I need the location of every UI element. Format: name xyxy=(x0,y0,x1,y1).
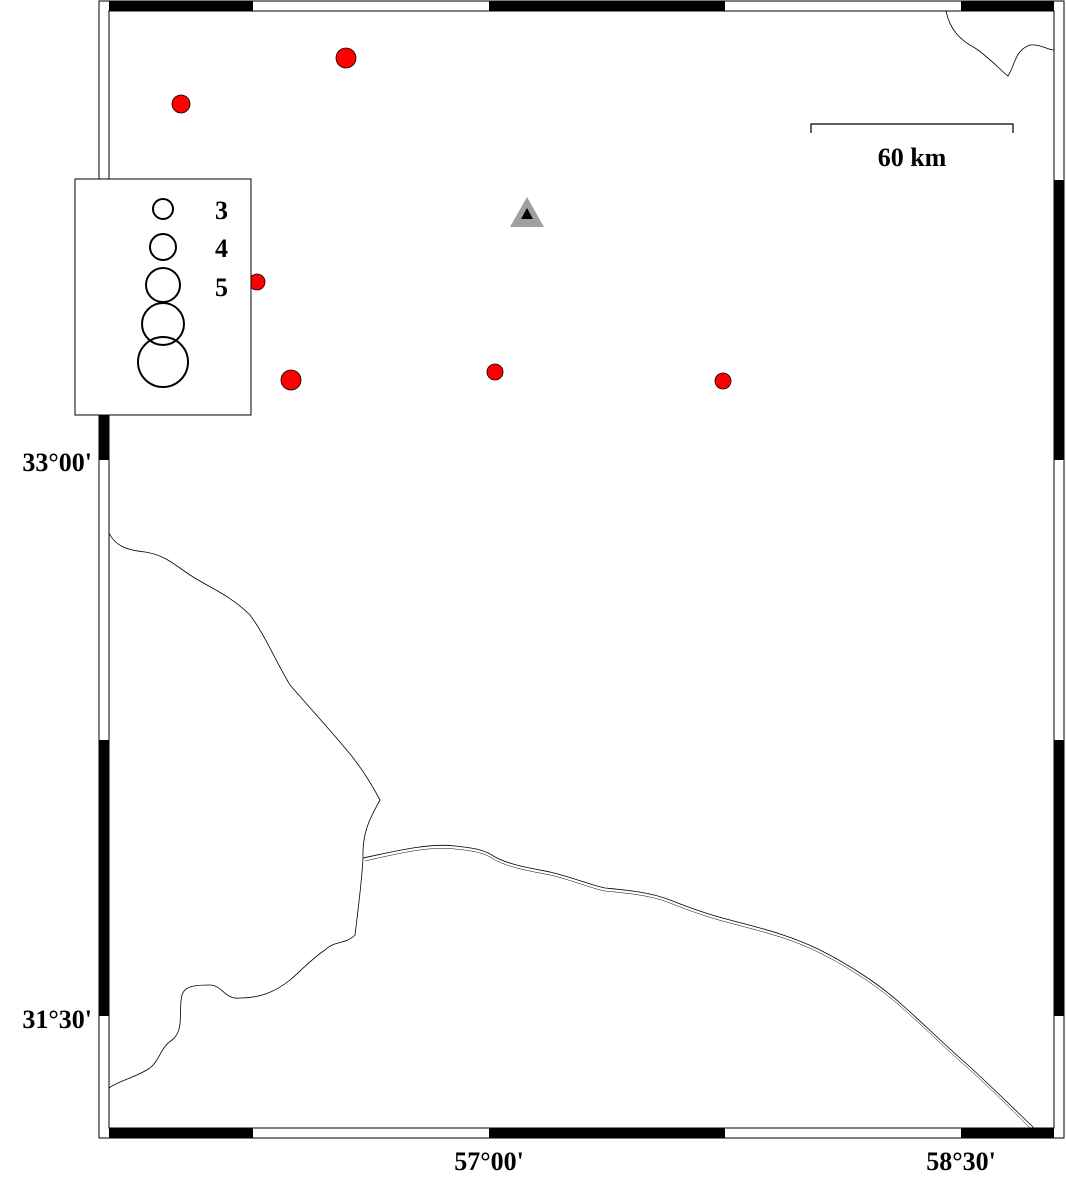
event-marker[interactable] xyxy=(280,369,302,391)
legend-label-5: 5 xyxy=(215,273,228,302)
map-area xyxy=(108,10,1055,1129)
legend-circle-4 xyxy=(149,233,177,261)
boundary-west xyxy=(108,532,381,1089)
station-icon[interactable] xyxy=(510,197,544,227)
scale-bar-label: 60 km xyxy=(878,143,947,172)
y-label-31-30: 31°30' xyxy=(22,1005,92,1034)
boundary-south xyxy=(362,844,1035,1129)
legend-circle-7 xyxy=(137,336,189,388)
boundary-lines xyxy=(108,10,1055,1129)
boundary-south-2 xyxy=(364,848,1031,1129)
event-marker[interactable] xyxy=(335,47,357,69)
legend-circle-3 xyxy=(152,198,174,220)
event-marker[interactable] xyxy=(171,94,191,114)
x-label-57: 57°00' xyxy=(454,1147,524,1176)
earthquake-events xyxy=(171,47,732,391)
legend-label-4: 4 xyxy=(215,234,228,263)
legend-circle-6 xyxy=(141,302,185,346)
event-marker[interactable] xyxy=(714,372,732,390)
event-marker[interactable] xyxy=(486,363,504,381)
legend-label-3: 3 xyxy=(215,196,228,225)
y-label-33: 33°00' xyxy=(22,448,92,477)
boundary-northeast xyxy=(945,10,1055,77)
magnitude-legend: 3 4 5 xyxy=(74,178,252,416)
x-label-58-30: 58°30' xyxy=(926,1147,996,1176)
scale-bar: 60 km xyxy=(810,123,1014,172)
